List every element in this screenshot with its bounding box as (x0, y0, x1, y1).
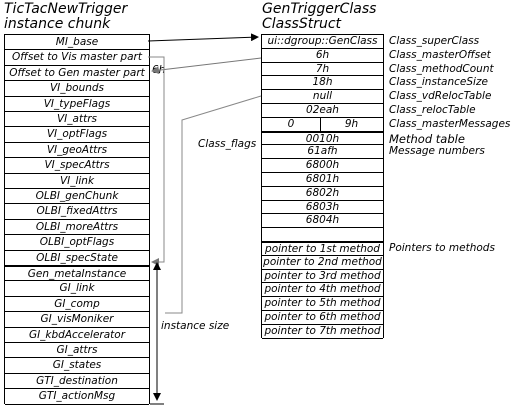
instance-row: GI_kbdAccelerator (5, 326, 149, 342)
class-row: 18h (262, 75, 383, 89)
class-row: 61afh (262, 144, 383, 158)
instance-row: GI_attrs (5, 342, 149, 357)
class-struct-title: GenTriggerClass ClassStruct (262, 2, 376, 32)
class-field-label: Class_vdRelocTable (389, 90, 492, 103)
instance-table-bottom (5, 403, 149, 405)
class-field-label: Pointers to methods (389, 242, 495, 254)
class-row: pointer to 4th method (262, 282, 383, 296)
instance-row: OLBI_specState (5, 249, 149, 265)
instance-row: VI_bounds (5, 80, 149, 95)
instance-chunk-title-line-2: instance chunk (4, 16, 111, 32)
instance-row: GI_states (5, 357, 149, 372)
instance-row: Offset to Vis master part (5, 49, 149, 64)
instance-row: VI_geoAttrs (5, 141, 149, 157)
instance-row: VI_optFlags (5, 126, 149, 141)
instance-row: VI_attrs (5, 111, 149, 126)
instance-row: VI_specAttrs (5, 157, 149, 172)
class-field-label: Class_instanceSize (389, 76, 488, 89)
class-row: pointer to 6th method (262, 310, 383, 324)
class-master-messages-value: 9h (344, 117, 359, 130)
class-row: null (262, 89, 383, 103)
instance-row: OLBI_moreAttrs (5, 218, 149, 234)
instance-row: OLBI_optFlags (5, 234, 149, 249)
instance-row: GTI_destination (5, 372, 149, 388)
instance-row: MI_base (5, 34, 149, 49)
instance-row: OLBI_genChunk (5, 188, 149, 203)
class-field-label: Class_masterMessages (389, 117, 511, 130)
class-row: pointer to 2nd method (262, 254, 383, 268)
cell-divider (320, 117, 321, 131)
instance-row: GI_link (5, 280, 149, 295)
instance-row: OLBI_fixedAttrs (5, 203, 149, 218)
class-row: 0 9h (262, 116, 383, 131)
class-field-label: Class_masterOffset (389, 48, 491, 61)
class-flags-label: Class_flags (198, 138, 257, 150)
class-field-label: Class_relocTable (389, 104, 476, 116)
class-row: 6801h (262, 172, 383, 186)
instance-size-bracket (165, 95, 262, 314)
class-row: 6802h (262, 185, 383, 200)
class-flags-value: 0 (287, 117, 295, 130)
class-row: 6803h (262, 199, 383, 214)
class-struct-title-line-2: ClassStruct (262, 16, 342, 32)
class-row: 02eah (262, 103, 383, 117)
class-row: pointer to 7th method (262, 323, 383, 338)
instance-row: VI_typeFlags (5, 95, 149, 111)
class-row: 7h (262, 61, 383, 76)
instance-row: Gen_metaInstance (5, 265, 149, 280)
instance-chunk-title-line-1: TicTacNewTrigger (4, 1, 128, 17)
instance-size-note: instance size (161, 320, 230, 332)
class-field-label: Method table (389, 131, 465, 146)
class-row: pointer to 5th method (262, 296, 383, 310)
class-struct-title-line-1: GenTriggerClass (262, 1, 377, 17)
class-row: 0010h (262, 130, 383, 144)
instance-chunk-title: TicTacNewTrigger instance chunk (4, 2, 127, 32)
class-row: 6h (262, 47, 383, 62)
instance-row: Offset to Gen master part (5, 64, 149, 80)
class-table-bottom (262, 337, 383, 339)
instance-row: GI_comp (5, 295, 149, 311)
vis-offset-bracket (148, 56, 165, 266)
master-offset-arrow (151, 57, 262, 75)
class-row: pointer to 1st method (262, 241, 383, 255)
class-row (262, 227, 383, 241)
class-row: ui::dgroup::GenClass (262, 34, 383, 48)
class-field-label: Class_superClass (389, 35, 480, 47)
instance-row: VI_link (5, 172, 149, 188)
class-field-label: Class_methodCount (389, 62, 494, 75)
class-row: 6800h (262, 158, 383, 172)
class-row: 6804h (262, 213, 383, 227)
superclass-pointer-arrow (147, 33, 259, 42)
instance-row: GI_visMoniker (5, 311, 149, 326)
class-row: pointer to 3rd method (262, 268, 383, 283)
class-field-label: Message numbers (389, 145, 485, 158)
instance-row: GTI_actionMsg (5, 388, 149, 403)
